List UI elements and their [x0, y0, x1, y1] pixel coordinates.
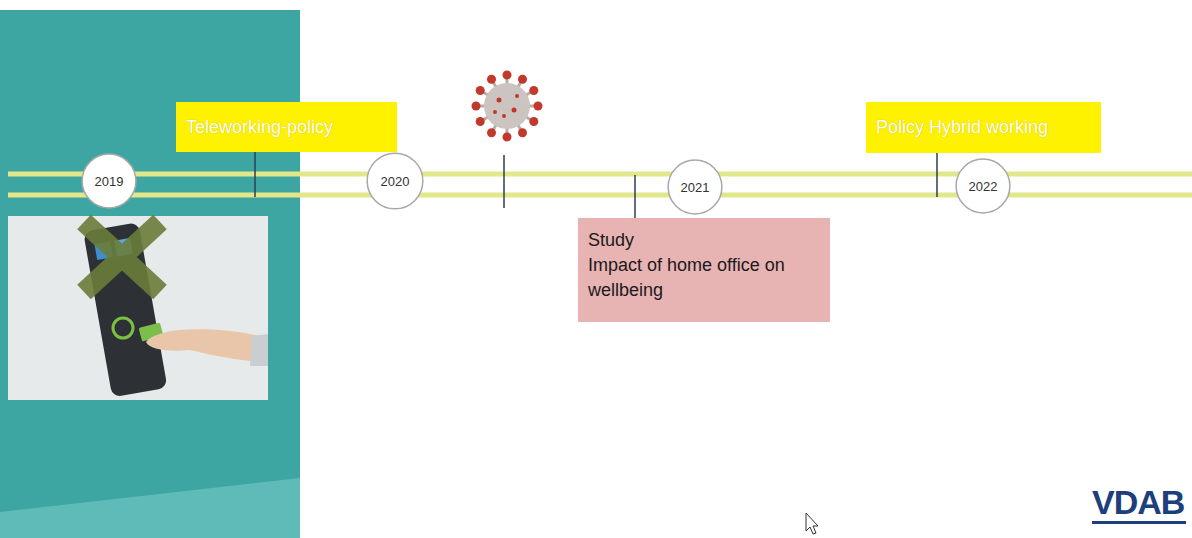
policy-label: Teleworking-policy	[186, 117, 333, 138]
year-circle: 2019	[81, 153, 137, 209]
timeline-rail	[8, 193, 1192, 198]
year-label: 2020	[381, 174, 410, 189]
text-holder: StudyImpact of home office on wellbeing	[578, 218, 830, 313]
tick-mark	[634, 175, 636, 218]
tick-mark	[503, 155, 505, 208]
text-holder: 2021	[681, 180, 710, 195]
logo-text: VDAB	[1092, 485, 1184, 519]
side-panel	[0, 10, 300, 538]
panel-accent	[0, 478, 300, 538]
text-holder: 2022	[969, 179, 998, 194]
year-label: 2022	[969, 179, 998, 194]
badge-reader-photo	[8, 216, 268, 400]
year-circle: 2021	[667, 159, 723, 215]
policy-label: Policy Hybrid working	[876, 117, 1048, 138]
study-description: Impact of home office on wellbeing	[588, 253, 790, 303]
policy-box: Teleworking-policy	[176, 102, 397, 152]
text-holder: Policy Hybrid working	[866, 117, 1058, 138]
logo-bar	[1092, 521, 1186, 524]
year-circle: 2022	[955, 158, 1011, 214]
policy-box: Policy Hybrid working	[866, 102, 1101, 153]
text-holder: Teleworking-policy	[176, 117, 343, 138]
virus-icon	[472, 71, 543, 142]
circle-shape	[668, 160, 722, 214]
tick-mark	[254, 152, 256, 197]
year-circle: 2020	[366, 152, 424, 210]
year-label: 2019	[95, 174, 124, 189]
study-heading: Study	[588, 228, 820, 253]
study-box: StudyImpact of home office on wellbeing	[578, 218, 830, 322]
circle-shape	[956, 159, 1010, 213]
circle-shape	[367, 153, 423, 209]
cross-mark	[84, 222, 160, 292]
year-label: 2021	[681, 180, 710, 195]
text-holder: 2020	[381, 174, 410, 189]
text-holder: 2019	[95, 174, 124, 189]
timeline-rail	[8, 172, 1192, 177]
circle-shape	[82, 154, 136, 208]
mouse-cursor	[806, 513, 818, 534]
tick-mark	[936, 153, 938, 197]
